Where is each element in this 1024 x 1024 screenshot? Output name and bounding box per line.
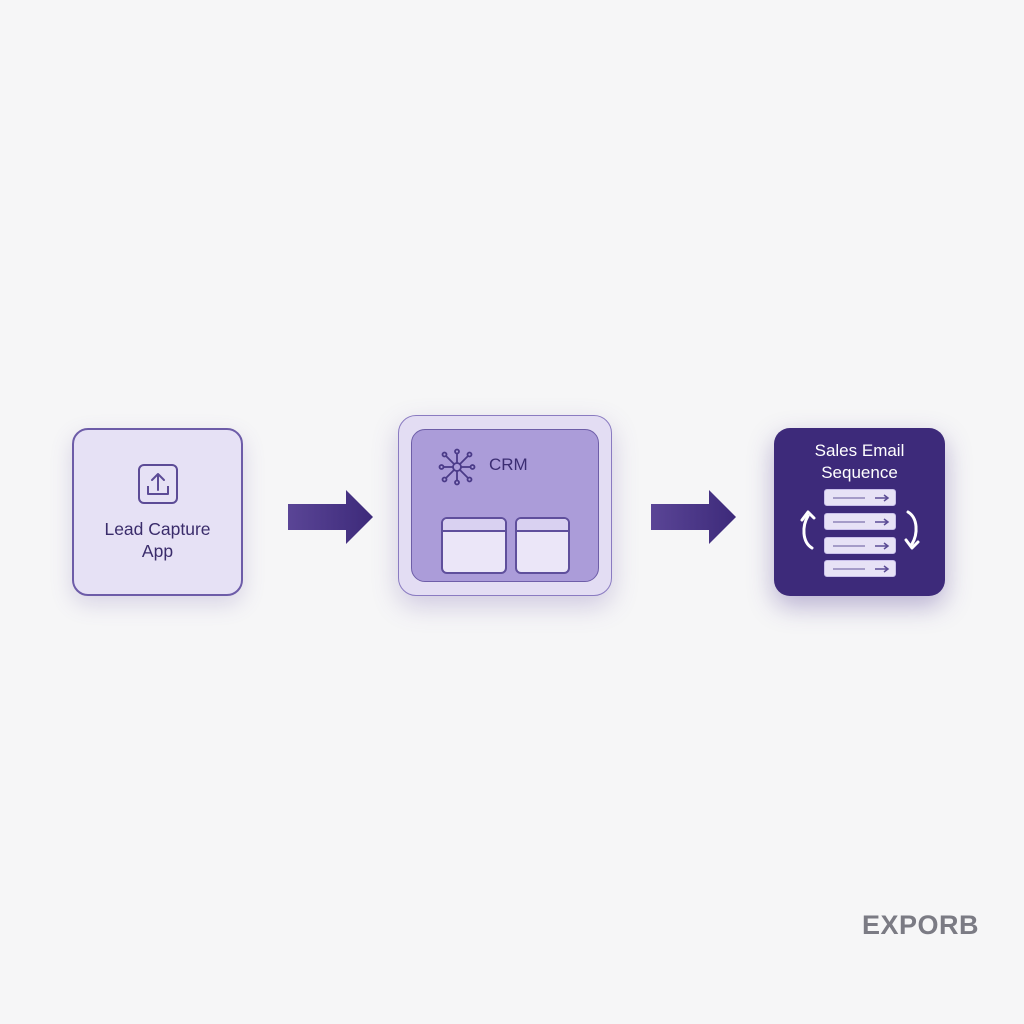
sales-email-sequence-label: Sales Email Sequence [814,441,905,482]
crm-card-left [441,517,507,574]
upload-icon [137,464,178,504]
cycle-down-arrow-icon [904,510,920,550]
crm-label: CRM [489,455,528,474]
email-row [824,489,896,506]
network-hub-icon [438,448,476,486]
lead-capture-label: Lead Capture App [104,519,211,561]
email-row [824,513,896,530]
email-row [824,560,896,577]
flow-arrow-crm-to-sales [651,490,736,544]
flow-arrow-lead-to-crm [288,490,373,544]
crm-panel [411,429,599,582]
crm-card-right [515,517,570,574]
cycle-up-arrow-icon [800,510,816,550]
lead-capture-node[interactable]: Lead Capture App [72,428,243,596]
exporb-watermark: EXPORB [862,910,980,940]
sales-email-sequence-node[interactable]: Sales Email Sequence [774,428,945,596]
email-row [824,537,896,554]
crm-node[interactable] [398,415,612,596]
